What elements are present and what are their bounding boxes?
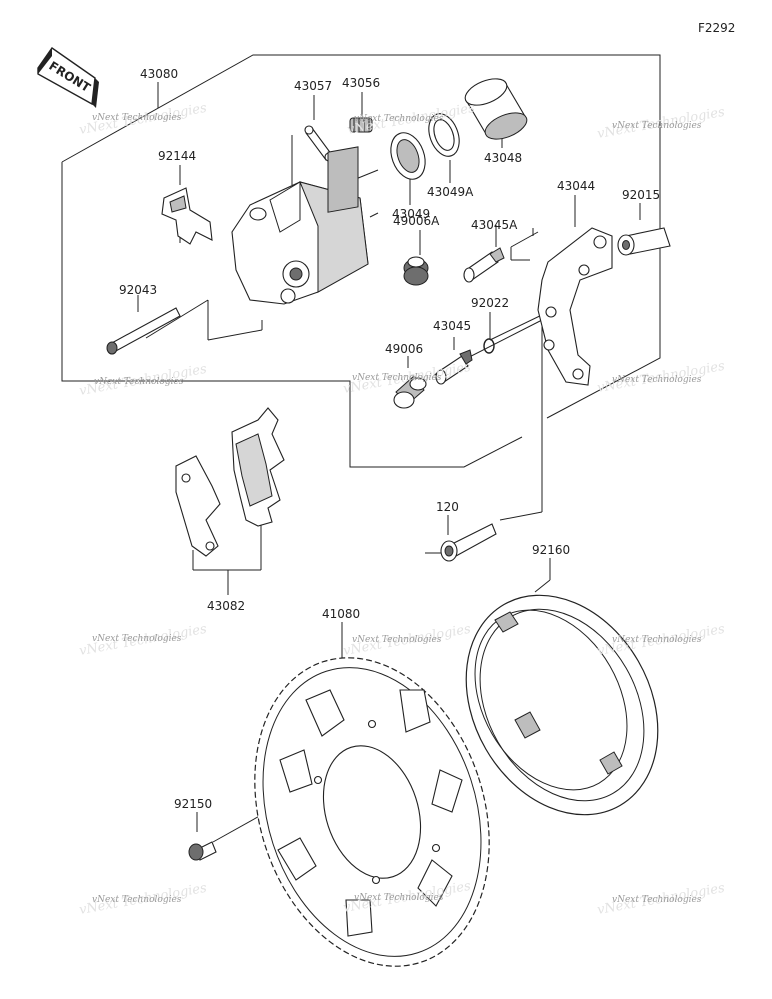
watermark-text: vNext Technologies [612,375,702,385]
label-43049A: 43049A [427,185,474,199]
part-92160-ring [465,594,659,816]
part-120-bolt [440,523,497,562]
label-92022: 92022 [471,296,509,310]
part-43049-seal [390,132,426,180]
part-92022-circlip [483,338,495,354]
label-43045: 43045 [433,319,471,333]
label-92150: 92150 [174,797,212,811]
label-43049: 43049 [392,207,430,221]
part-43048-piston [464,78,528,140]
part-43045-pin [435,349,473,385]
part-92150-screw [188,841,217,861]
label-41080: 41080 [322,607,360,621]
label-92144: 92144 [158,149,196,163]
part-92144-spring-plate [161,187,213,245]
part-43082-pads [175,407,285,557]
label-92043: 92043 [119,283,157,297]
watermark-text: vNext Technologies [354,114,444,124]
part-49006A-boot [403,256,429,286]
part-92043-pin [106,307,181,355]
watermark-text: vNext Technologies [92,113,182,123]
label-120: 120 [436,500,459,514]
watermark-text: vNext Technologies [92,895,182,905]
part-43057-link [304,125,334,162]
watermark-text: vNext Technologies [612,895,702,905]
label-43056: 43056 [342,76,380,90]
assembly-bracket-line-lower [61,162,523,468]
label-92160: 92160 [532,543,570,557]
watermark-text: vNext Technologies [612,635,702,645]
watermark-text: vNext Technologies [354,893,444,903]
label-43080: 43080 [140,67,178,81]
watermark-text: vNext Technologies [94,377,184,387]
label-43082: 43082 [207,599,245,613]
label-49006A: 49006A [393,214,440,228]
label-43048: 43048 [484,151,522,165]
part-43049A-seal [428,113,460,157]
watermark-text: vNext Technologies [92,634,182,644]
part-92015-collar [617,227,671,256]
part-43056-spring [349,117,373,133]
label-49006: 49006 [385,342,423,356]
part-49006-boot [393,375,427,409]
part-caliper-body [231,146,369,305]
part-43044-bracket [537,227,613,386]
watermark-text: vNext Technologies [612,121,702,131]
part-labels: 43080 43057 43056 43048 43049A 43049 921… [119,67,660,811]
watermark-text: vNext Technologies [352,373,442,383]
part-41080-disc [254,657,490,967]
diagram-code: F2292 [698,21,735,35]
label-92015: 92015 [622,188,660,202]
front-arrow-icon: FRONT [37,47,99,108]
watermark-text: vNext Technologies [352,635,442,645]
assembly-bracket-line [61,54,661,419]
label-43045A: 43045A [471,218,518,232]
label-43044: 43044 [557,179,595,193]
part-43045A-pin [463,247,505,283]
label-43057: 43057 [294,79,332,93]
